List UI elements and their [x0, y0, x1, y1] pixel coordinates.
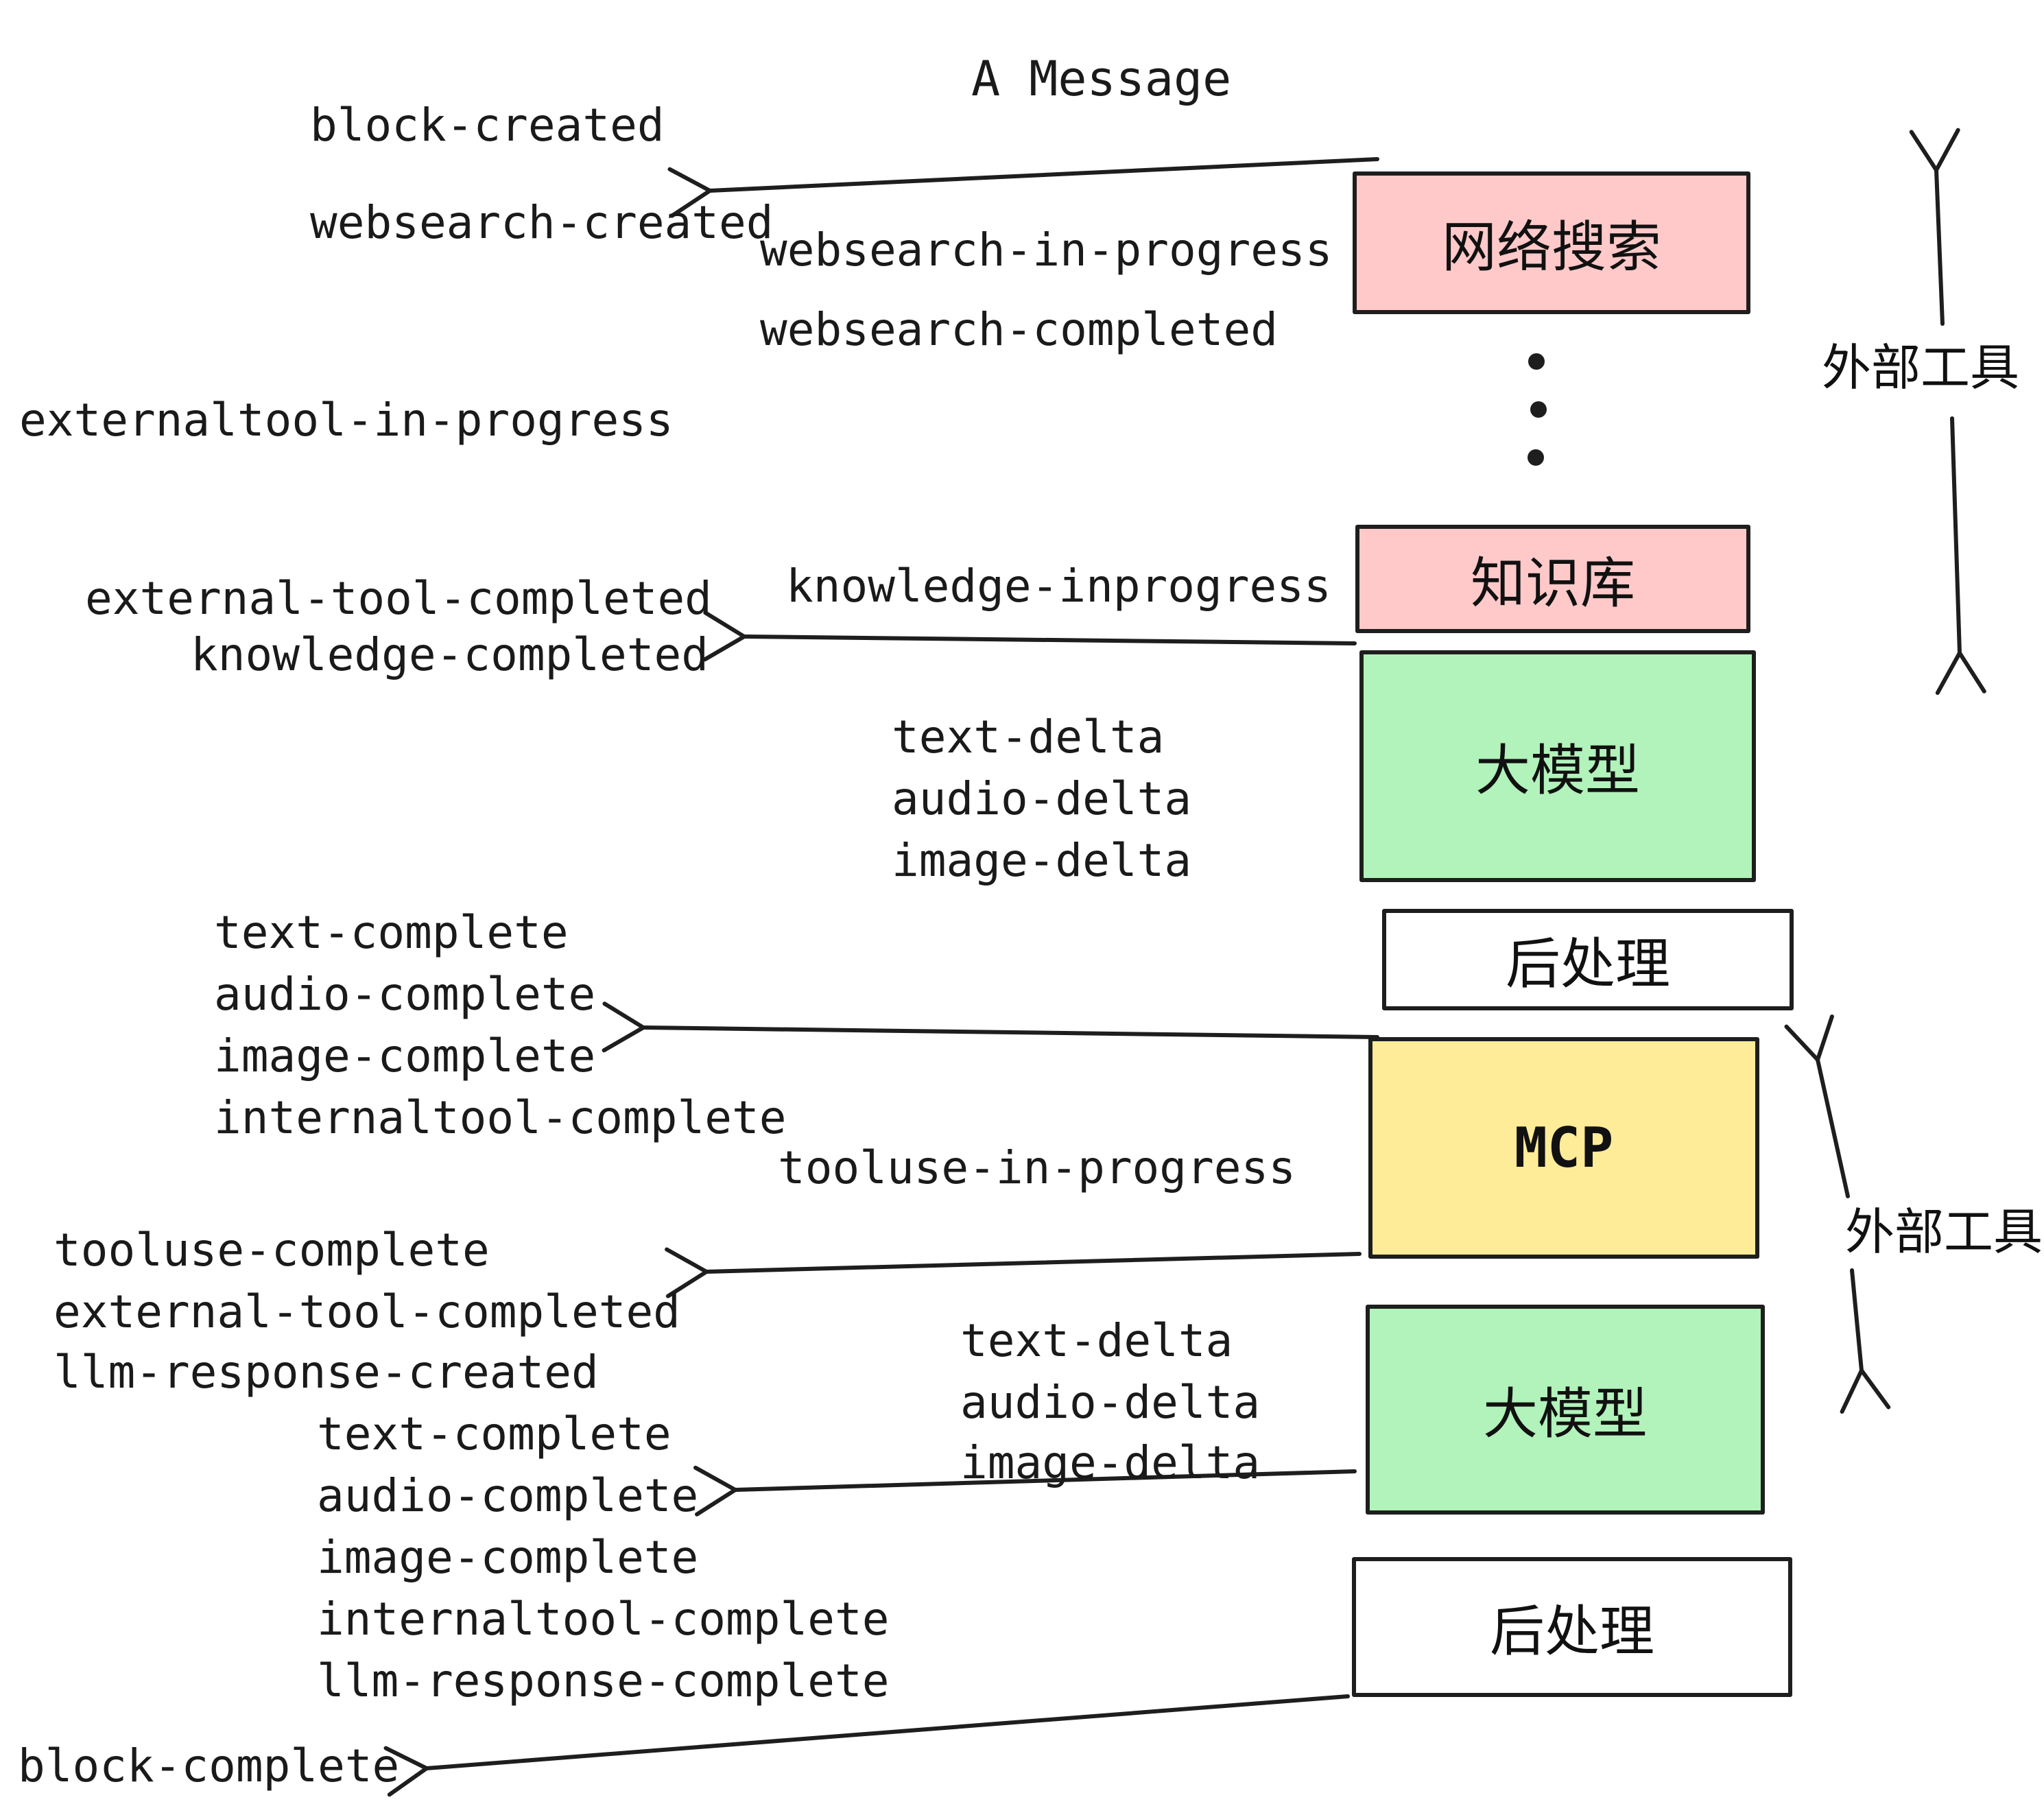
box-postproc-2-label: 后处理: [1490, 1600, 1654, 1663]
arrow-to-tooluse-complete: [665, 1247, 1362, 1298]
event-audio-complete-2: audio-complete: [317, 1469, 699, 1522]
box-websearch-label: 网络搜索: [1442, 215, 1661, 279]
event-tooluse-complete: tooluse-complete: [54, 1224, 490, 1277]
arrow-to-knowledge-completed: [702, 610, 1357, 662]
box-llm-2: 大模型: [1366, 1305, 1765, 1515]
event-text-complete-1: text-complete: [214, 906, 569, 959]
event-tooluse-in-progress: tooluse-in-progress: [778, 1141, 1296, 1194]
box-knowledge-label: 知识库: [1471, 551, 1635, 615]
external-tools-top-down-arrow: [1935, 416, 1986, 696]
event-internaltool-complete-2: internaltool-complete: [317, 1593, 890, 1646]
box-llm-1-label: 大模型: [1475, 739, 1640, 803]
box-llm-1: 大模型: [1359, 650, 1756, 882]
box-postproc-1: 后处理: [1382, 909, 1794, 1010]
event-llm-response-complete: llm-response-complete: [317, 1654, 890, 1707]
box-llm-2-label: 大模型: [1483, 1382, 1648, 1446]
external-tools-bottom-down-arrow: [1840, 1268, 1891, 1414]
ellipsis-dot: [1530, 401, 1547, 418]
box-postproc-2: 后处理: [1352, 1557, 1792, 1697]
external-tools-bottom-label: 外部工具: [1845, 1203, 2043, 1261]
box-postproc-1-label: 后处理: [1506, 932, 1670, 996]
event-audio-delta-2: audio-delta: [960, 1376, 1261, 1429]
event-llm-response-created: llm-response-created: [54, 1346, 599, 1399]
external-tools-bottom-up-arrow: [1784, 1014, 1850, 1198]
vertical-ellipsis-dots: [1528, 353, 1547, 466]
event-image-complete-2: image-complete: [317, 1531, 699, 1584]
arrow-to-image-complete: [602, 1001, 1379, 1053]
box-mcp-label: MCP: [1514, 1116, 1614, 1180]
event-audio-delta-1: audio-delta: [892, 772, 1192, 825]
event-block-complete: block-complete: [18, 1740, 400, 1792]
event-websearch-completed: websearch-completed: [760, 303, 1278, 356]
event-knowledge-inprogress: knowledge-inprogress: [786, 560, 1331, 613]
arrow-to-block-created: [667, 157, 1379, 218]
event-text-delta-2: text-delta: [960, 1314, 1233, 1367]
diagram-title: A Message: [971, 51, 1232, 107]
box-mcp: MCP: [1368, 1037, 1759, 1259]
event-image-delta-1: image-delta: [892, 834, 1192, 887]
event-external-tool-completed-1: external-tool-completed: [85, 572, 712, 625]
event-websearch-in-progress: websearch-in-progress: [760, 224, 1333, 276]
event-image-delta-2: image-delta: [960, 1436, 1261, 1489]
box-knowledge: 知识库: [1355, 525, 1750, 633]
event-text-delta-1: text-delta: [892, 711, 1165, 763]
ellipsis-dot: [1528, 449, 1544, 466]
ellipsis-dot: [1528, 353, 1545, 370]
box-websearch: 网络搜索: [1353, 171, 1750, 314]
event-websearch-created: websearch-created: [310, 196, 774, 249]
event-externaltool-in-progress: externaltool-in-progress: [19, 394, 674, 447]
event-internaltool-complete-1: internaltool-complete: [214, 1091, 787, 1144]
external-tools-top-up-arrow: [1909, 128, 1960, 326]
external-tools-top-label: 外部工具: [1822, 339, 2020, 396]
event-external-tool-completed-2: external-tool-completed: [54, 1285, 680, 1338]
event-audio-complete-1: audio-complete: [214, 968, 596, 1021]
event-text-complete-2: text-complete: [317, 1408, 672, 1460]
event-block-created: block-created: [310, 99, 665, 152]
event-knowledge-completed: knowledge-completed: [191, 628, 709, 681]
event-image-complete-1: image-complete: [214, 1030, 596, 1082]
